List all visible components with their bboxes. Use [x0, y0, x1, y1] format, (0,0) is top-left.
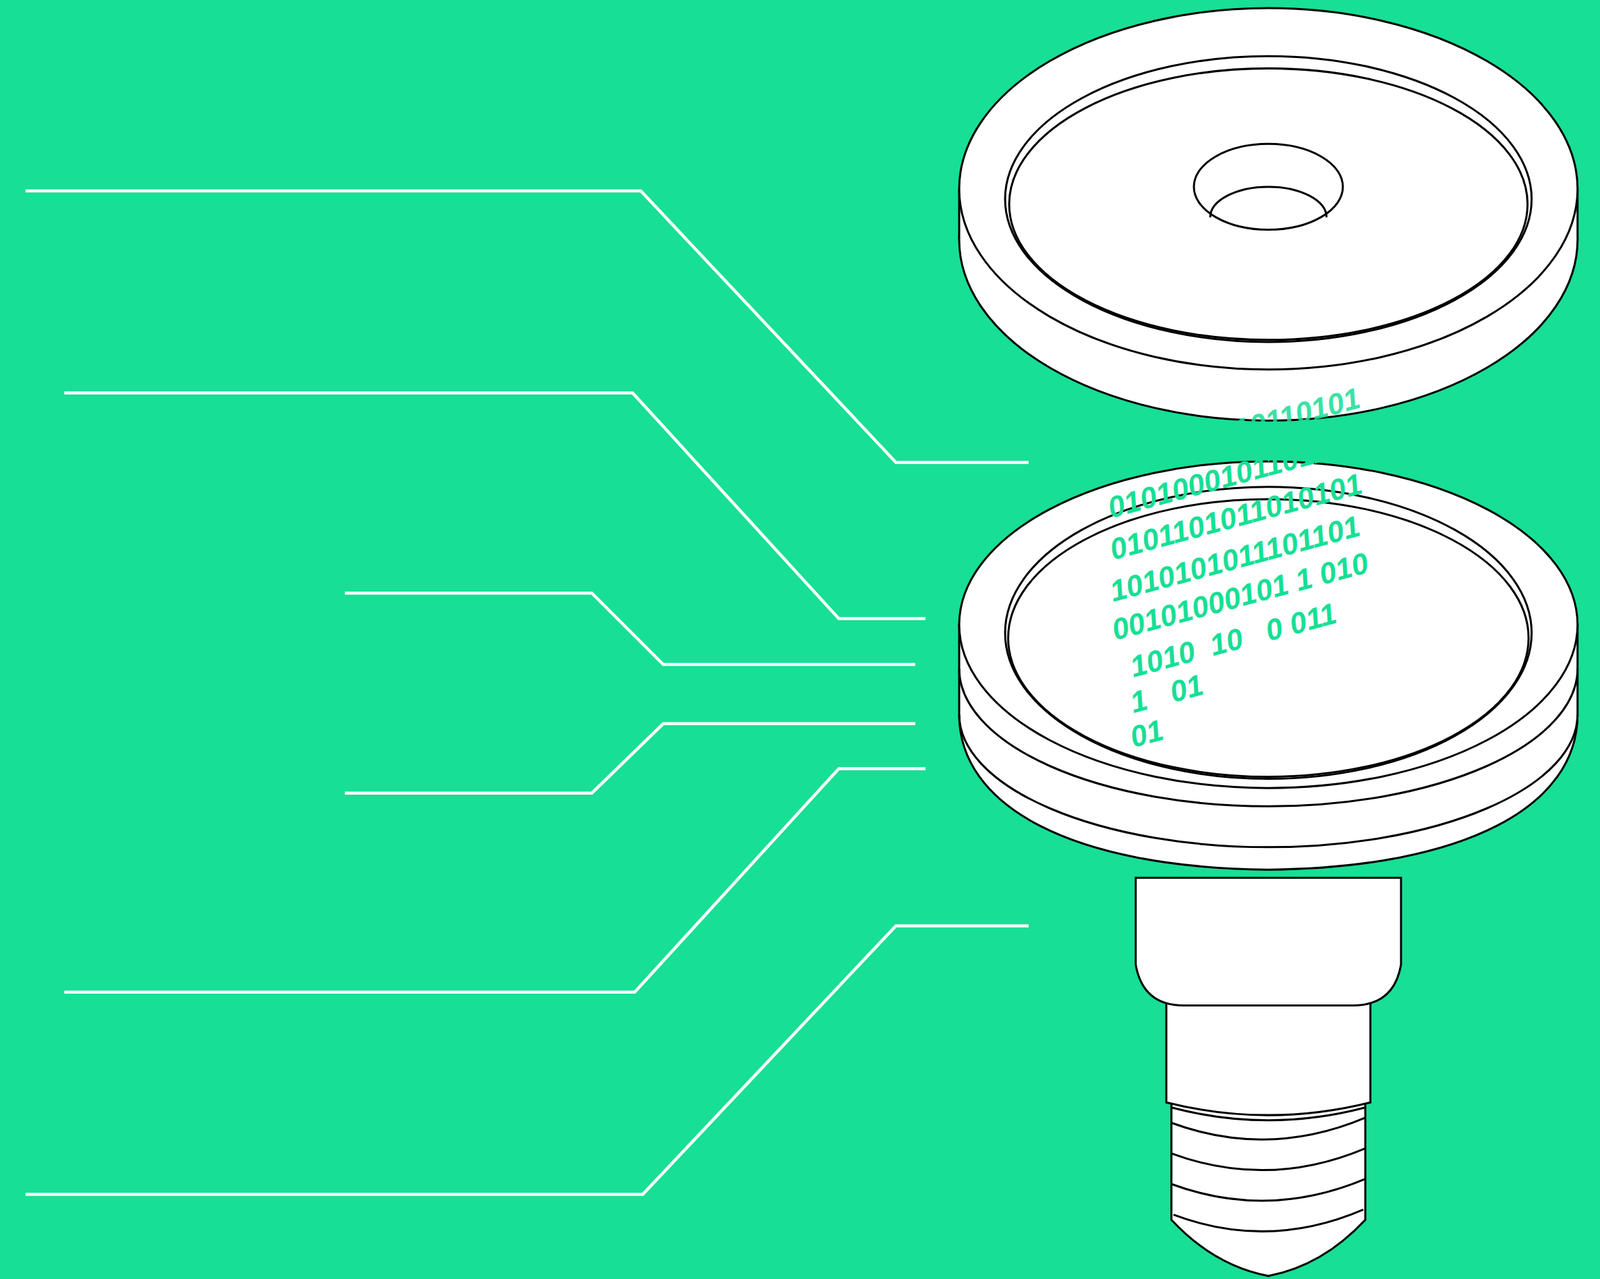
leader-line — [64, 768, 926, 992]
lens-ring — [1005, 487, 1532, 780]
lens — [1008, 499, 1530, 778]
disk-hole — [1210, 186, 1327, 218]
neck — [1135, 877, 1402, 1006]
binary-code: 01 — [1127, 715, 1167, 753]
thread-lines — [1171, 1117, 1366, 1232]
leader-line — [344, 592, 916, 665]
body-top — [959, 461, 1578, 788]
leader-lines — [25, 190, 1029, 1194]
leader-line — [344, 723, 916, 794]
disk-ring — [1005, 55, 1532, 342]
top-disk — [959, 8, 1578, 421]
thread-base — [1171, 1097, 1366, 1277]
leader-line — [25, 190, 1029, 463]
disk-ring — [1009, 68, 1528, 340]
disk-hole — [1193, 143, 1344, 230]
lamp-base — [959, 461, 1578, 1277]
leader-line — [64, 393, 926, 619]
disk-top — [959, 8, 1578, 370]
leader-line — [25, 925, 1029, 1194]
